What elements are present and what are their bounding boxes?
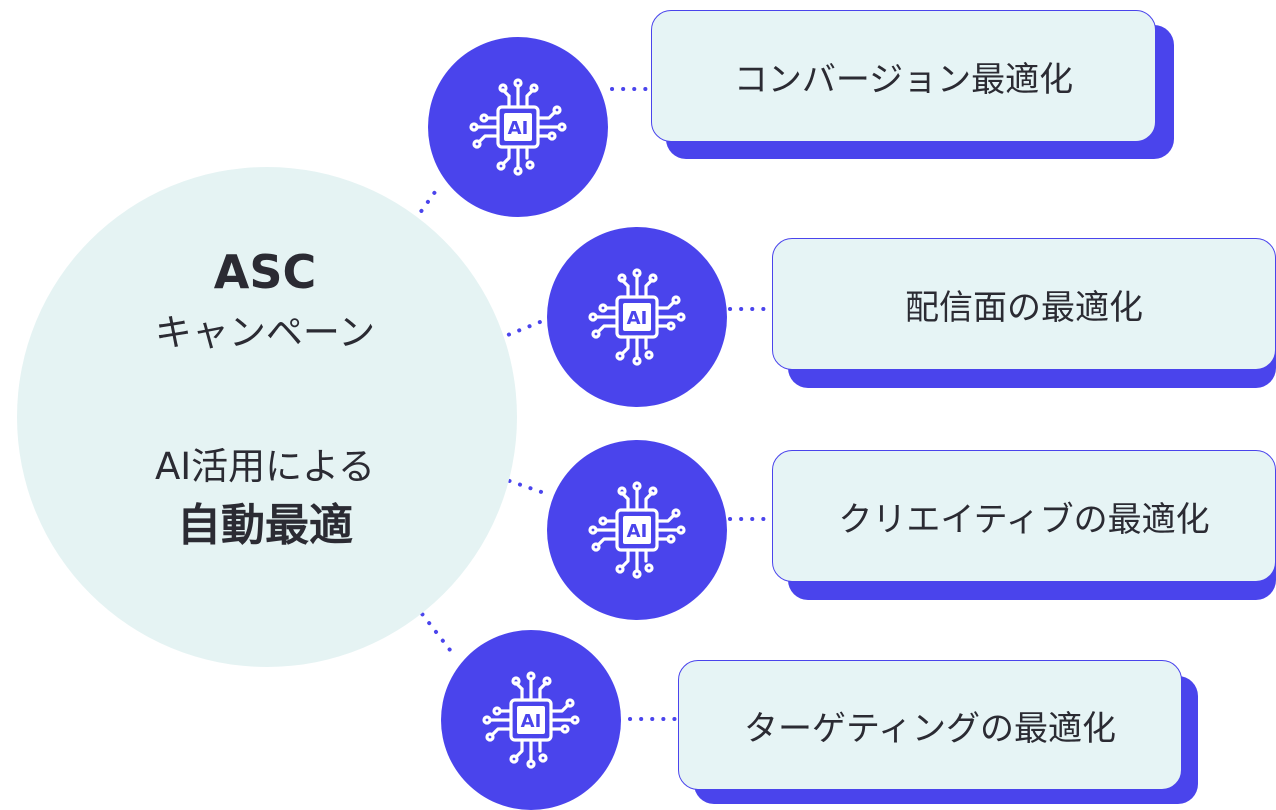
ai-node-3: AI	[547, 440, 727, 620]
ai-chip-label: AI	[521, 711, 542, 732]
hub-caption: AI活用による	[154, 445, 376, 488]
ai-node-2: AI	[547, 227, 727, 407]
card-label: クリエイティブの最適化	[838, 499, 1210, 540]
ai-node-4: AI	[441, 630, 621, 810]
ai-chip-label: AI	[508, 118, 529, 139]
hub-circle	[17, 167, 517, 667]
card-conversion: コンバージョン最適化	[651, 10, 1156, 142]
card-placement: 配信面の最適化	[772, 238, 1276, 370]
ai-chip-icon: AI	[588, 268, 686, 366]
ai-chip-icon: AI	[469, 78, 567, 176]
ai-node-1: AI	[428, 37, 608, 217]
ai-chip-icon: AI	[482, 671, 580, 769]
hub-subtitle: キャンペーン	[154, 311, 376, 354]
card-creative: クリエイティブの最適化	[772, 450, 1276, 582]
hub-emphasis: 自動最適	[177, 500, 353, 551]
card-label: ターゲティングの最適化	[744, 708, 1116, 749]
ai-chip-label: AI	[627, 308, 648, 329]
hub-title: ASC	[213, 245, 317, 299]
ai-chip-icon: AI	[588, 481, 686, 579]
card-label: コンバージョン最適化	[733, 59, 1074, 100]
card-label: 配信面の最適化	[905, 287, 1143, 328]
ai-chip-label: AI	[627, 521, 648, 542]
card-targeting: ターゲティングの最適化	[678, 660, 1182, 790]
